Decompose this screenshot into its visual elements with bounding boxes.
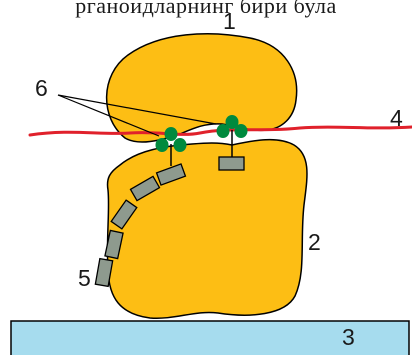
- caption-text: рганоидларнинг бири була: [75, 0, 337, 18]
- membrane: [10, 320, 410, 360]
- peptide-block: [104, 229, 124, 260]
- peptide-block: [155, 163, 187, 186]
- amino-acid-block: [218, 156, 245, 171]
- peptide-block: [110, 199, 138, 230]
- label-trna: 6: [35, 75, 48, 101]
- polypeptide-chain: [94, 163, 187, 288]
- peptide-block: [129, 175, 161, 202]
- mrna-strand: [28, 125, 412, 137]
- trna-pointer-line: [57, 94, 217, 125]
- trna-pointer-line: [57, 94, 160, 137]
- label-membrane: 3: [342, 324, 355, 350]
- trna-left: [155, 127, 187, 166]
- small-subunit: [106, 138, 308, 320]
- label-mrna: 4: [390, 105, 403, 131]
- peptide-block: [94, 257, 114, 288]
- label-large-subunit: 1: [223, 8, 236, 34]
- trna-right: [216, 115, 248, 158]
- large-subunit: [105, 32, 298, 143]
- label-polypeptide: 5: [78, 265, 91, 291]
- label-small-subunit: 2: [308, 229, 321, 255]
